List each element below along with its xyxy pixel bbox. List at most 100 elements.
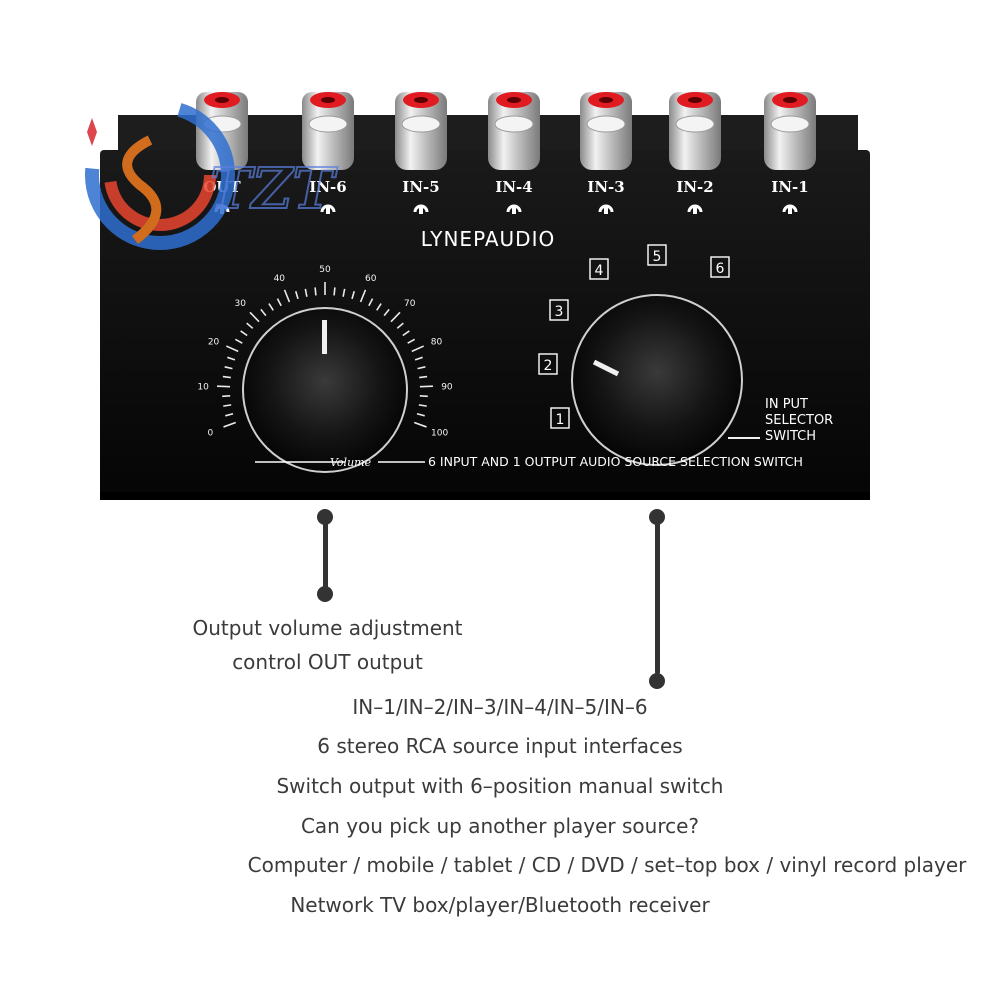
selector-position-box xyxy=(589,258,609,280)
volume-scale-label: 20 xyxy=(208,337,220,347)
volume-knob-indicator xyxy=(322,320,327,354)
volume-tick xyxy=(402,330,410,337)
volume-tick xyxy=(390,311,401,323)
input-icon-stem xyxy=(512,206,516,214)
selector-position-label: 4 xyxy=(595,263,604,279)
volume-label: Volume xyxy=(330,456,372,469)
selector-position-box xyxy=(710,256,730,278)
volume-tick xyxy=(342,288,346,297)
volume-scale-label: 30 xyxy=(235,299,247,309)
volume-tick xyxy=(351,291,356,300)
selector-position-label: 1 xyxy=(556,412,565,428)
panel-bottom-text: 6 INPUT AND 1 OUTPUT AUDIO SOURCE SELECT… xyxy=(428,454,803,469)
volume-tick xyxy=(240,330,248,337)
selector-position-box xyxy=(538,353,558,375)
rca-white-ring xyxy=(308,115,348,133)
volume-scale-label: 10 xyxy=(197,383,209,393)
rca-hole xyxy=(507,97,521,103)
volume-tick xyxy=(416,413,425,417)
rca-hole xyxy=(599,97,613,103)
selector-label-2: SELECTOR xyxy=(765,413,833,428)
volume-tick xyxy=(419,375,428,379)
rca-hole xyxy=(783,97,797,103)
volume-tick xyxy=(224,366,233,370)
volume-tick xyxy=(304,288,308,297)
volume-tick xyxy=(223,404,232,407)
selector-caption-line-2: 6 stereo RCA source input interfaces xyxy=(317,734,683,758)
callout-line-volume xyxy=(322,520,328,594)
volume-tick xyxy=(268,303,274,311)
volume-tick xyxy=(414,356,423,361)
volume-tick xyxy=(417,366,426,370)
volume-tick xyxy=(227,356,236,361)
volume-tick xyxy=(376,303,382,311)
selector-caption-line-5: Computer / mobile / tablet / CD / DVD / … xyxy=(247,853,967,877)
rca-white-ring xyxy=(401,115,441,133)
input-icon-stem xyxy=(419,206,423,214)
rca-hole xyxy=(688,97,702,103)
selector-position-label: 6 xyxy=(716,261,725,277)
volume-scale-label: 0 xyxy=(207,429,213,439)
selector-position-box xyxy=(549,299,569,321)
selector-label-1: IN PUT xyxy=(765,397,808,412)
input-label: IN-3 xyxy=(587,178,624,196)
callout-line-selector xyxy=(654,520,660,674)
volume-tick xyxy=(283,289,291,303)
volume-tick xyxy=(368,298,374,307)
input-label: IN-1 xyxy=(771,178,808,196)
volume-tick xyxy=(223,421,237,428)
input-label: IN-4 xyxy=(495,178,532,196)
volume-scale-label: 70 xyxy=(404,299,416,309)
volume-tick xyxy=(294,291,299,300)
input-icon-stem xyxy=(788,206,792,214)
rca-jack-bottom[interactable] xyxy=(669,118,721,170)
rca-hole xyxy=(321,97,335,103)
brand-logo: LYNEPAUDIO xyxy=(421,227,555,251)
volume-tick xyxy=(246,322,254,329)
volume-caption: Output volume adjustment control OUT out… xyxy=(160,611,495,679)
selector-caption-line-6: Network TV box/player/Bluetooth receiver xyxy=(290,893,710,917)
volume-tick xyxy=(314,287,317,296)
volume-tick xyxy=(249,311,260,323)
volume-tick xyxy=(383,308,390,317)
rca-jack-bottom[interactable] xyxy=(302,118,354,170)
volume-scale-label: 80 xyxy=(431,337,443,347)
volume-tick xyxy=(260,308,267,317)
volume-caption-line-1: Output volume adjustment xyxy=(192,616,463,640)
volume-knob[interactable] xyxy=(242,307,408,473)
callout-dot-selector xyxy=(649,509,665,525)
rca-hole xyxy=(215,97,229,103)
volume-caption-line-2: control OUT output xyxy=(232,650,423,674)
selector-caption-line-1: IN–1/IN–2/IN–3/IN–4/IN–5/IN–6 xyxy=(352,695,648,719)
volume-tick xyxy=(225,413,234,417)
selector-knob[interactable] xyxy=(571,294,743,466)
input-icon-stem xyxy=(326,206,330,214)
callout-dot-selector-end xyxy=(649,673,665,689)
rca-jack-bottom[interactable] xyxy=(395,118,447,170)
input-label: IN-6 xyxy=(309,178,346,196)
rca-jack-bottom[interactable] xyxy=(580,118,632,170)
volume-tick xyxy=(276,298,282,307)
selector-position-label: 2 xyxy=(544,358,553,374)
rca-jack-bottom[interactable] xyxy=(488,118,540,170)
selector-position-box xyxy=(647,244,667,266)
callout-dot-volume xyxy=(317,509,333,525)
rca-hole xyxy=(414,97,428,103)
volume-tick xyxy=(411,345,424,353)
rca-white-ring xyxy=(494,115,534,133)
watermark-text: TZT xyxy=(210,156,339,222)
rca-white-ring xyxy=(675,115,715,133)
volume-tick xyxy=(413,421,427,428)
selector-label-3: SWITCH xyxy=(765,429,816,444)
selector-caption-line-4: Can you pick up another player source? xyxy=(300,814,700,838)
volume-tick xyxy=(234,338,243,344)
watermark-logo xyxy=(85,100,235,250)
volume-scale-label: 40 xyxy=(274,274,286,284)
rca-jack-bottom[interactable] xyxy=(764,118,816,170)
volume-tick xyxy=(222,375,231,379)
volume-tick xyxy=(418,404,427,407)
volume-tick xyxy=(226,345,239,353)
input-label: IN-5 xyxy=(402,178,439,196)
